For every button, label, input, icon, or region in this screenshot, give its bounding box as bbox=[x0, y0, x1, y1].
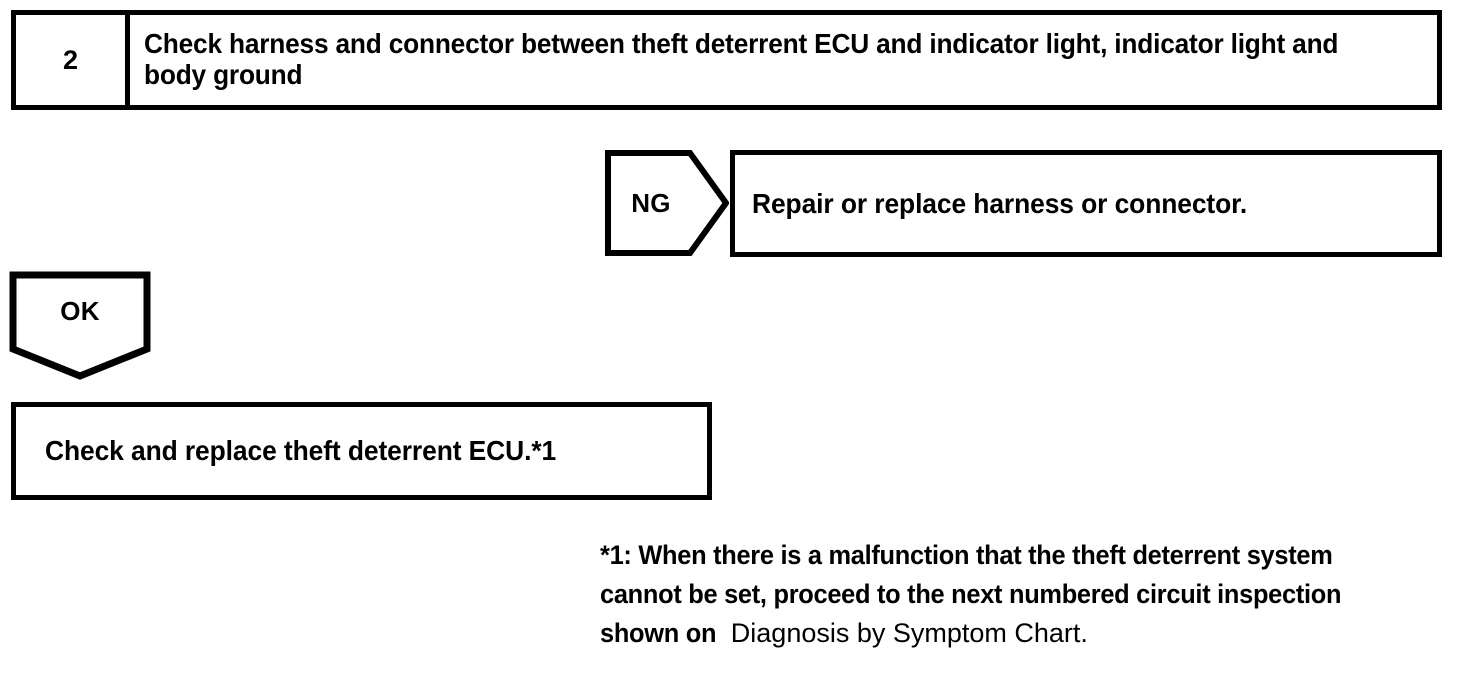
ng-action-box: Repair or replace harness or connector. bbox=[730, 150, 1442, 257]
footnote-line-3-bold-text: shown on bbox=[600, 618, 717, 648]
ok-action-text: Check and replace theft deterrent ECU.*1 bbox=[45, 435, 557, 466]
footnote-line-2-text: cannot be set, proceed to the next numbe… bbox=[600, 579, 1342, 609]
step-number: 2 bbox=[62, 44, 79, 75]
ng-arrow-shape bbox=[605, 150, 729, 256]
step-number-cell: 2 bbox=[16, 15, 130, 105]
footnote-block: *1: When there is a malfunction that the… bbox=[600, 536, 1460, 653]
ok-branch-label: OK bbox=[60, 295, 100, 326]
footnote-line-3: shown on Diagnosis by Symptom Chart. bbox=[600, 614, 1460, 653]
ok-action-box: Check and replace theft deterrent ECU.*1 bbox=[11, 402, 712, 500]
step-title: Check harness and connector between thef… bbox=[144, 28, 1339, 90]
ok-arrow-shape bbox=[9, 271, 151, 381]
ng-branch-label: NG bbox=[631, 187, 671, 218]
step-header-box: 2 Check harness and connector between th… bbox=[11, 10, 1442, 110]
footnote-line-1: *1: When there is a malfunction that the… bbox=[600, 536, 1460, 575]
footnote-reference-title: Diagnosis by Symptom Chart. bbox=[730, 618, 1088, 648]
footnote-line-1-text: *1: When there is a malfunction that the… bbox=[600, 540, 1333, 570]
footnote-line-2: cannot be set, proceed to the next numbe… bbox=[600, 575, 1460, 614]
step-title-cell: Check harness and connector between thef… bbox=[130, 15, 1437, 105]
ng-action-text: Repair or replace harness or connector. bbox=[752, 187, 1248, 219]
